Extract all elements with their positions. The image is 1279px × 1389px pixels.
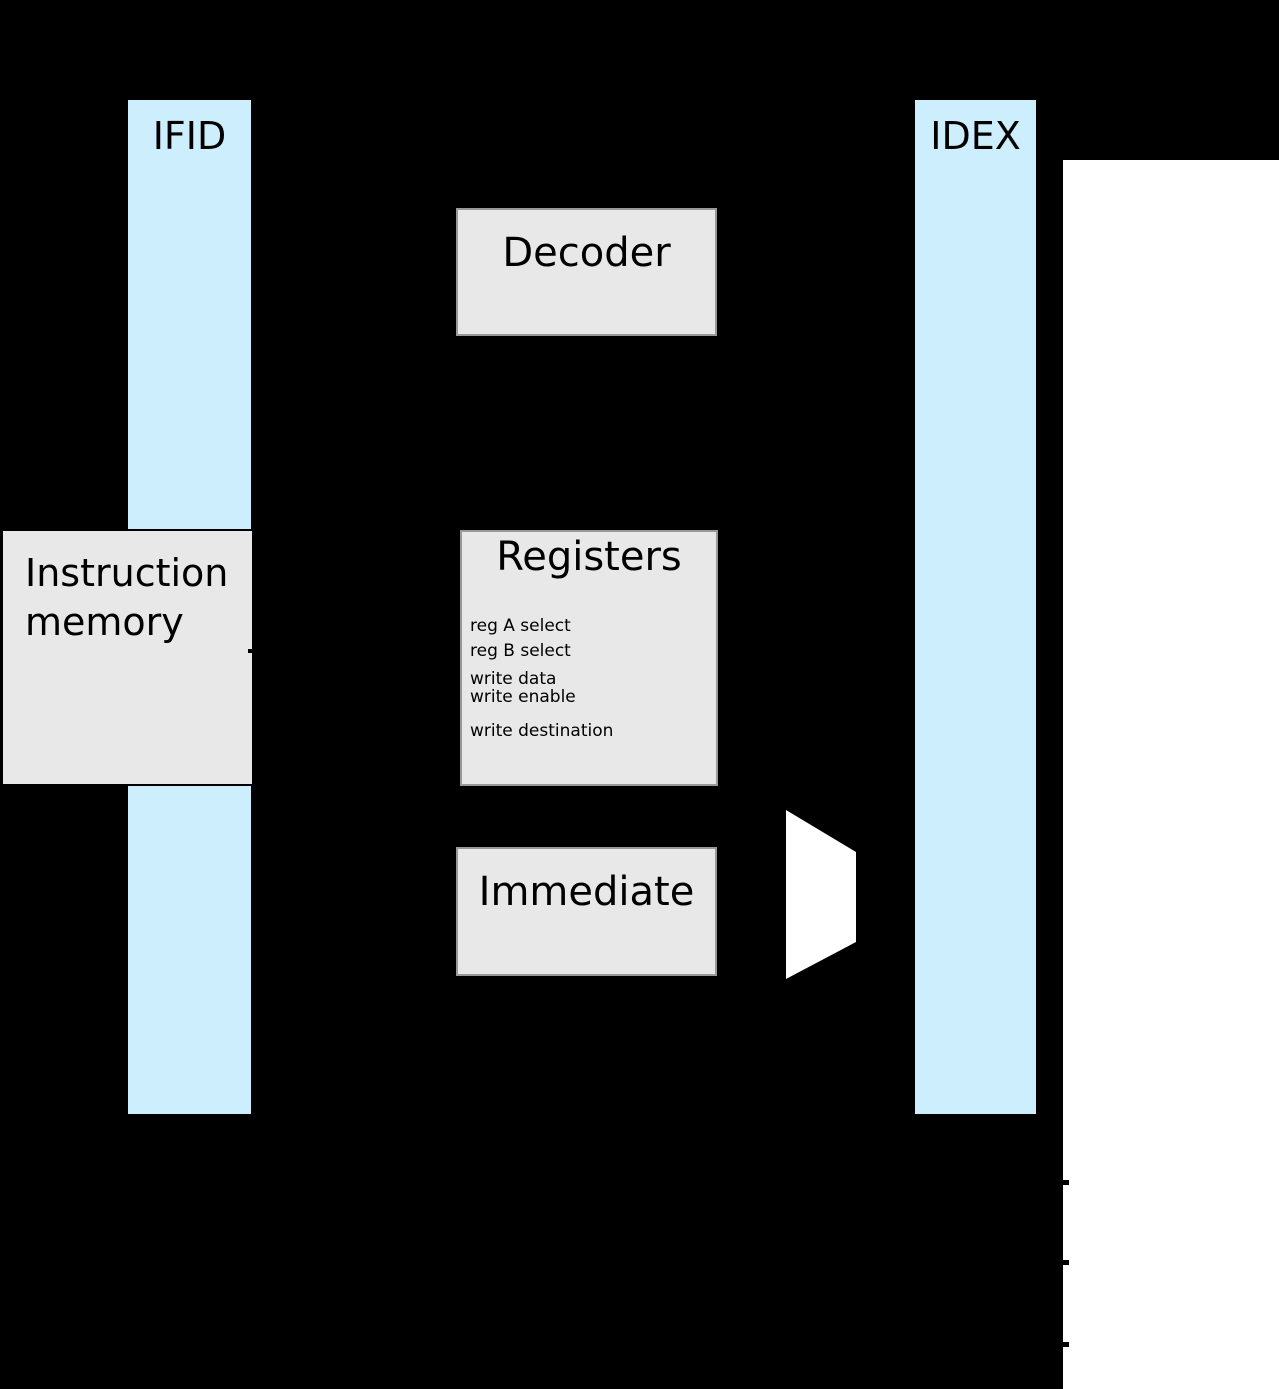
pipeline-register-idex: IDEX	[913, 98, 1038, 1116]
ifid-label: IFID	[152, 114, 227, 158]
idex-label: IDEX	[930, 114, 1021, 158]
port-write-enable: write enable	[470, 687, 576, 707]
decoder-label: Decoder	[502, 230, 671, 276]
port-reg-b-select: reg B select	[470, 641, 571, 661]
block-decoder: Decoder	[456, 208, 717, 336]
port-write-data: write data	[470, 669, 557, 689]
block-registers: Registers reg A select reg B select writ…	[460, 530, 718, 786]
wire-stub-3	[1063, 1342, 1069, 1347]
canvas-white-region	[1063, 160, 1279, 1389]
immediate-label: Immediate	[478, 869, 695, 915]
wire-stub-2	[1063, 1260, 1069, 1265]
instruction-memory-label: Instruction memory	[25, 551, 229, 644]
wire-stub-1	[1063, 1180, 1069, 1185]
mux-shape	[786, 810, 856, 979]
block-instruction-memory: Instruction memory	[1, 529, 254, 786]
block-immediate: Immediate	[456, 847, 717, 976]
wire-stub-instruction-memory	[248, 649, 256, 653]
port-reg-a-select: reg A select	[470, 616, 571, 636]
registers-label: Registers	[496, 534, 682, 580]
port-write-destination: write destination	[470, 721, 614, 741]
